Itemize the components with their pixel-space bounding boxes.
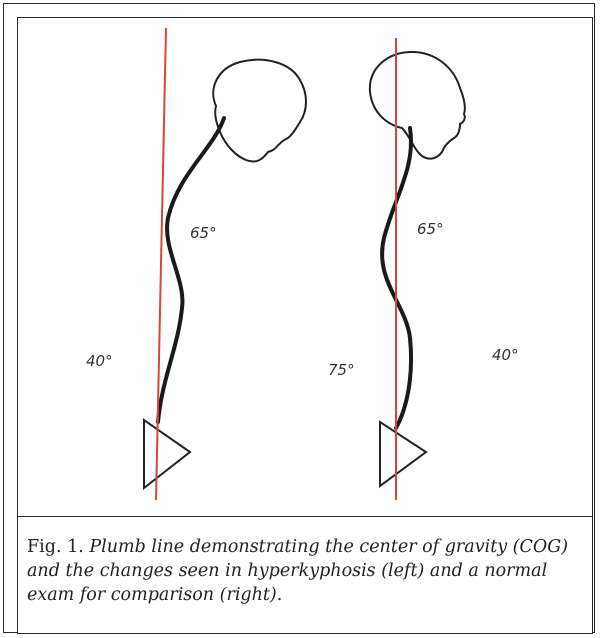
right-angle-upper: 65°	[417, 220, 444, 238]
figure-frame: 65° 40° 65° 75° 40° Fig. 1. Plumb line d…	[3, 3, 595, 633]
caption-text: Plumb line demonstrating the center of g…	[27, 537, 568, 605]
left-plumb-line	[156, 28, 166, 500]
right-pelvis-triangle	[380, 422, 426, 486]
right-angle-side: 40°	[492, 346, 519, 364]
left-posture-figure: 65° 40°	[86, 28, 306, 500]
left-pelvis-triangle	[144, 420, 190, 488]
right-angle-lower: 75°	[328, 361, 355, 379]
right-head-outline	[370, 52, 465, 159]
caption-panel: Fig. 1. Plumb line demonstrating the cen…	[17, 517, 593, 634]
figure-illustration: 65° 40° 65° 75° 40°	[17, 17, 593, 517]
left-angle-upper: 65°	[190, 224, 217, 242]
posture-diagram: 65° 40° 65° 75° 40°	[18, 18, 592, 516]
left-spine-curve	[158, 118, 224, 422]
left-angle-lower: 40°	[86, 352, 113, 370]
left-head-outline	[213, 60, 306, 162]
caption-prefix: Fig. 1.	[27, 537, 84, 557]
right-posture-figure: 65° 75° 40°	[328, 38, 519, 500]
figure-caption: Fig. 1. Plumb line demonstrating the cen…	[27, 535, 583, 607]
